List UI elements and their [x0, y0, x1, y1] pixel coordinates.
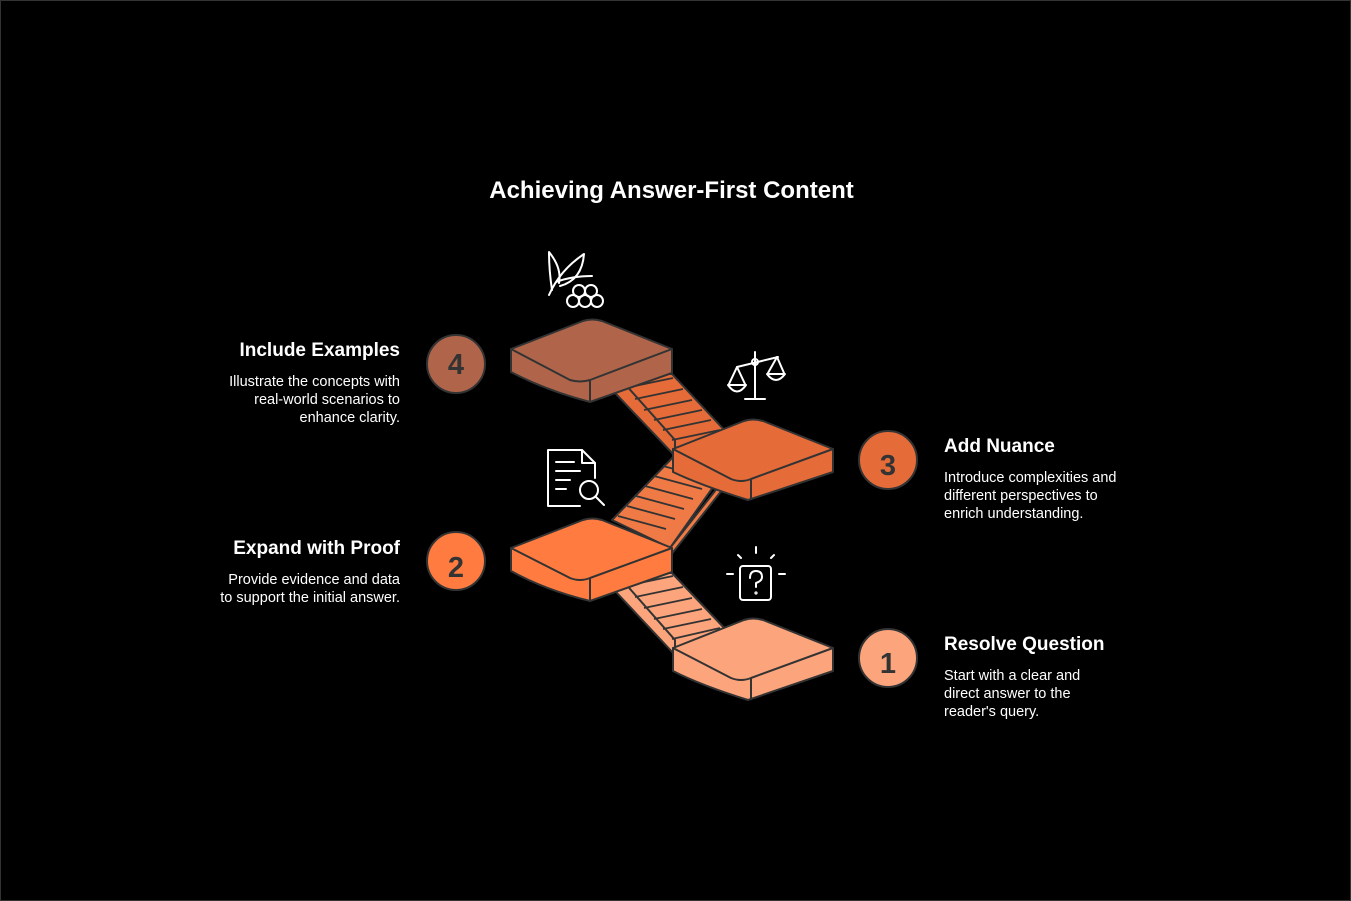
step-2-badge: 2: [426, 531, 486, 591]
step-1-title: Resolve Question: [944, 634, 1105, 655]
step-2-description: Provide evidence and data to support the…: [220, 572, 400, 606]
step-4-title: Include Examples: [239, 340, 400, 361]
step-4-badge: 4: [426, 334, 486, 394]
platform-4: [510, 318, 673, 403]
leaf-cells-icon: [548, 251, 604, 308]
diagram-title: Achieving Answer-First Content: [489, 177, 854, 204]
step-3-title: Add Nuance: [944, 436, 1055, 457]
step-3-number: 3: [880, 450, 896, 482]
document-search-icon: [547, 449, 605, 507]
step-2-title: Expand with Proof: [233, 538, 400, 559]
step-4-description: Illustrate the concepts with real-world …: [229, 374, 400, 426]
step-3-description: Introduce complexities and different per…: [944, 470, 1117, 522]
step-1-number: 1: [880, 648, 896, 680]
step-4-number: 4: [448, 349, 464, 381]
step-1-description: Start with a clear and direct answer to …: [944, 668, 1081, 720]
step-3-badge: 3: [858, 430, 918, 490]
platform-1: [672, 617, 834, 701]
step-2-number: 2: [448, 552, 464, 584]
step-1-badge: 1: [858, 628, 918, 688]
balance-scale-icon: [727, 351, 786, 400]
platform-3: [672, 418, 834, 501]
platform-2: [510, 517, 673, 602]
question-idea-icon: [726, 546, 786, 601]
